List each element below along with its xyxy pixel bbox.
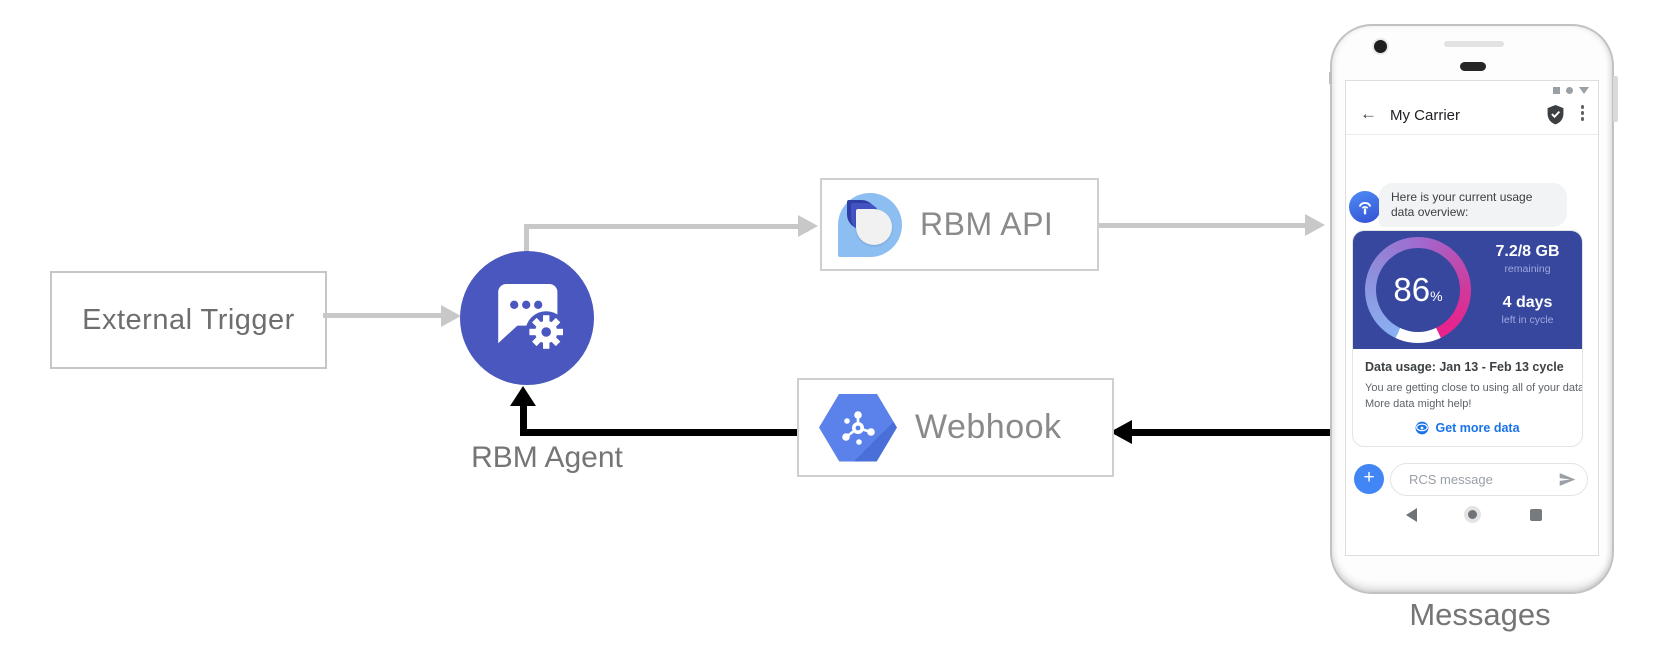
overflow-menu-icon[interactable] [1580, 105, 1584, 121]
external-trigger-box: External Trigger [50, 271, 327, 369]
rbm-api-box: RBM API [820, 178, 1099, 271]
speaker-grille [1444, 41, 1504, 47]
days-label: left in cycle [1501, 314, 1554, 326]
status-bar [1553, 87, 1589, 94]
nav-recents-button[interactable] [1530, 509, 1542, 521]
chat-bubble: Here is your current usage data overview… [1379, 183, 1567, 227]
arrow-webhook-to-agent-h [520, 429, 797, 436]
arrow-api-to-phone [1095, 223, 1307, 228]
arrow-phone-to-webhook [1130, 429, 1332, 436]
rbm-api-label: RBM API [920, 206, 1054, 242]
webhook-label: Webhook [915, 408, 1062, 446]
arrowhead-api-to-phone [1305, 214, 1325, 236]
phone-screen: ← My Carrier Here is y [1345, 80, 1599, 556]
arrowhead-agent-to-api [798, 215, 818, 237]
antenna-icon [1358, 202, 1372, 215]
rbm-agent-label: RBM Agent [471, 441, 623, 474]
verified-shield-icon [1546, 104, 1565, 130]
globe-icon [1416, 421, 1429, 435]
power-button[interactable] [1613, 76, 1618, 122]
sim-notch [1329, 72, 1332, 84]
arrow-trigger-to-agent [323, 313, 443, 318]
front-camera [1374, 40, 1387, 53]
status-square-icon [1553, 87, 1560, 94]
status-dot-icon [1566, 87, 1573, 94]
bubble-text-line1: Here is your current usage [1391, 190, 1533, 204]
nav-back-button[interactable] [1406, 508, 1417, 522]
message-input-pill [1390, 463, 1588, 496]
arrow-agent-to-api-h [524, 224, 800, 229]
usage-card-text: You are getting close to using all of yo… [1365, 382, 1583, 410]
back-arrow-icon[interactable]: ← [1360, 104, 1377, 123]
arrow-webhook-to-agent-v [520, 404, 527, 436]
rcs-message-input[interactable] [1407, 471, 1541, 488]
arrow-agent-to-api-v [524, 224, 529, 253]
phone-mockup: ← My Carrier Here is y [1329, 24, 1618, 594]
arrowhead-webhook-to-agent [510, 386, 536, 406]
remaining-value: 7.2/8 GB [1495, 243, 1560, 260]
bubble-text-line2: data overview: [1391, 205, 1469, 219]
external-trigger-label: External Trigger [82, 303, 295, 336]
conversation-title: My Carrier [1390, 107, 1460, 124]
phone-caption: Messages [1409, 597, 1551, 632]
usage-card: 86% 7.2/8 GB remaining 4 days left in cy… [1352, 230, 1583, 447]
nav-home-button[interactable] [1464, 506, 1481, 523]
earpiece [1460, 62, 1486, 71]
send-icon[interactable] [1559, 472, 1576, 492]
usage-gauge: 86% [1365, 237, 1471, 343]
webhook-hexagon-icon [819, 393, 897, 462]
usage-card-body: Data usage: Jan 13 - Feb 13 cycle You ar… [1353, 349, 1582, 435]
days-value: 4 days [1502, 294, 1553, 311]
remaining-label: remaining [1504, 263, 1551, 275]
webhook-box: Webhook [797, 378, 1114, 477]
rbm-agent-node [460, 251, 594, 385]
usage-stats: 7.2/8 GB remaining 4 days left in cycle [1479, 243, 1576, 326]
carrier-avatar [1349, 191, 1381, 223]
get-more-data-button[interactable]: Get more data [1365, 421, 1570, 435]
add-attachment-button[interactable]: + [1354, 464, 1384, 494]
arrowhead-phone-to-webhook [1110, 420, 1132, 444]
status-triangle-icon [1579, 87, 1589, 94]
arrowhead-trigger-to-agent [441, 305, 461, 327]
app-bar: ← My Carrier [1346, 81, 1598, 135]
chat-gear-icon [487, 279, 567, 358]
usage-card-header: 86% 7.2/8 GB remaining 4 days left in cy… [1353, 231, 1582, 349]
usage-card-title: Data usage: Jan 13 - Feb 13 cycle [1365, 360, 1564, 374]
usage-percent: 86 [1393, 271, 1431, 308]
rbm-api-logo-icon [838, 192, 902, 257]
